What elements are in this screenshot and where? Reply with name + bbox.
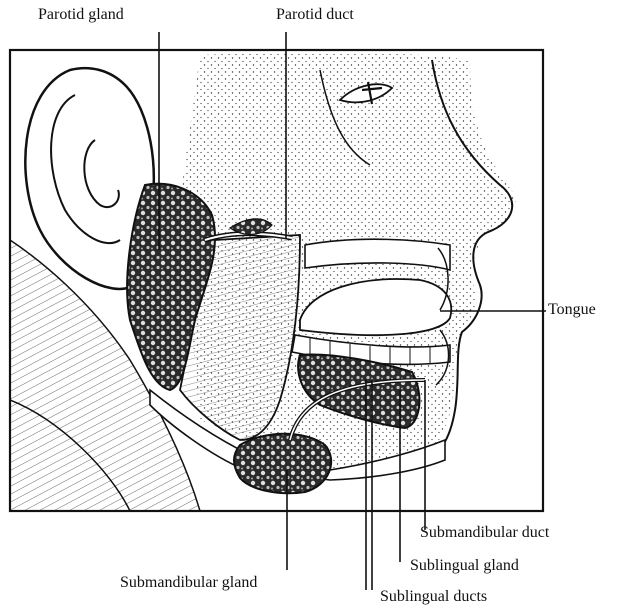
submandibular-gland xyxy=(234,434,331,493)
label-parotid-gland: Parotid gland xyxy=(38,6,124,24)
head-drawing xyxy=(10,52,516,511)
label-sublingual-ducts: Sublingual ducts xyxy=(380,588,487,606)
label-parotid-duct: Parotid duct xyxy=(276,6,354,24)
label-submandibular-duct: Submandibular duct xyxy=(420,524,549,542)
label-submandibular-gland: Submandibular gland xyxy=(120,574,257,592)
label-tongue: Tongue xyxy=(548,301,596,319)
label-sublingual-gland: Sublingual gland xyxy=(410,557,519,575)
